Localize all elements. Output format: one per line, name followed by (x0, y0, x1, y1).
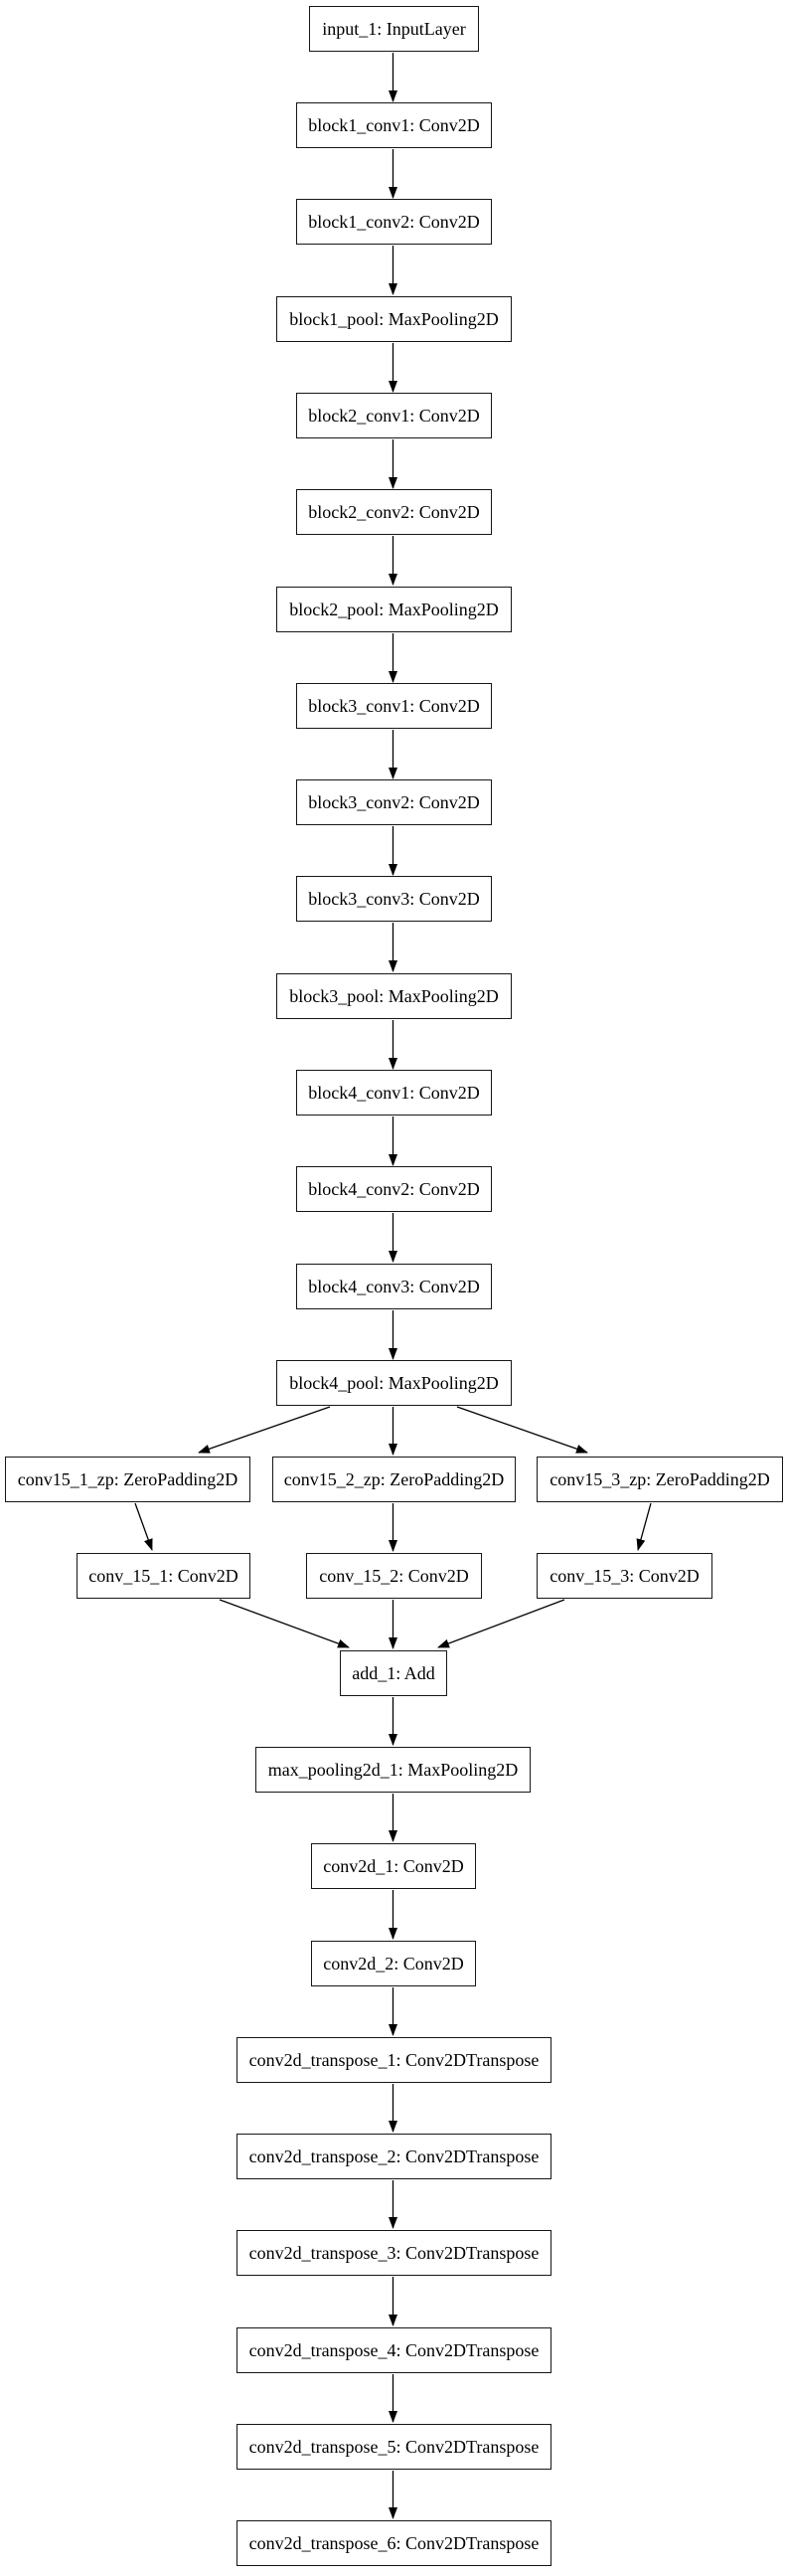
node-conv2d_1: conv2d_1: Conv2D (311, 1843, 476, 1889)
node-conv15_1_zp: conv15_1_zp: ZeroPadding2D (5, 1457, 250, 1502)
node-conv15_3_zp: conv15_3_zp: ZeroPadding2D (537, 1457, 783, 1502)
node-block3_conv1: block3_conv1: Conv2D (296, 683, 492, 729)
edge-arrow (636, 1502, 652, 1551)
edge-arrow (456, 1406, 588, 1454)
node-block4_conv3: block4_conv3: Conv2D (296, 1264, 492, 1309)
node-conv_15_2: conv_15_2: Conv2D (306, 1553, 482, 1599)
node-conv_15_3: conv_15_3: Conv2D (537, 1553, 712, 1599)
node-conv2d_transpose_4: conv2d_transpose_4: Conv2DTranspose (236, 2327, 551, 2373)
node-block4_pool: block4_pool: MaxPooling2D (276, 1360, 512, 1406)
node-block1_pool: block1_pool: MaxPooling2D (276, 296, 512, 342)
edge-arrow (219, 1599, 350, 1648)
edge-arrow (437, 1599, 565, 1648)
edge-arrow (134, 1502, 153, 1551)
node-block3_pool: block3_pool: MaxPooling2D (276, 973, 512, 1019)
node-block3_conv2: block3_conv2: Conv2D (296, 779, 492, 825)
node-conv2d_transpose_6: conv2d_transpose_6: Conv2DTranspose (236, 2520, 551, 2566)
node-block1_conv2: block1_conv2: Conv2D (296, 199, 492, 245)
node-block4_conv2: block4_conv2: Conv2D (296, 1166, 492, 1212)
node-block1_conv1: block1_conv1: Conv2D (296, 102, 492, 148)
node-conv2d_transpose_3: conv2d_transpose_3: Conv2DTranspose (236, 2230, 551, 2276)
node-conv15_2_zp: conv15_2_zp: ZeroPadding2D (272, 1457, 516, 1502)
node-conv2d_transpose_5: conv2d_transpose_5: Conv2DTranspose (236, 2424, 551, 2470)
node-max_pooling2d_1: max_pooling2d_1: MaxPooling2D (255, 1747, 531, 1793)
node-block2_pool: block2_pool: MaxPooling2D (276, 587, 512, 632)
node-input_1: input_1: InputLayer (309, 6, 479, 52)
node-add_1: add_1: Add (340, 1650, 447, 1696)
node-conv_15_1: conv_15_1: Conv2D (77, 1553, 250, 1599)
node-conv2d_transpose_1: conv2d_transpose_1: Conv2DTranspose (236, 2037, 551, 2083)
edge-arrow (198, 1406, 331, 1454)
node-block3_conv3: block3_conv3: Conv2D (296, 876, 492, 922)
node-conv2d_transpose_2: conv2d_transpose_2: Conv2DTranspose (236, 2134, 551, 2179)
node-block2_conv1: block2_conv1: Conv2D (296, 393, 492, 438)
node-conv2d_2: conv2d_2: Conv2D (311, 1941, 476, 1986)
node-block2_conv2: block2_conv2: Conv2D (296, 489, 492, 535)
node-block4_conv1: block4_conv1: Conv2D (296, 1070, 492, 1116)
